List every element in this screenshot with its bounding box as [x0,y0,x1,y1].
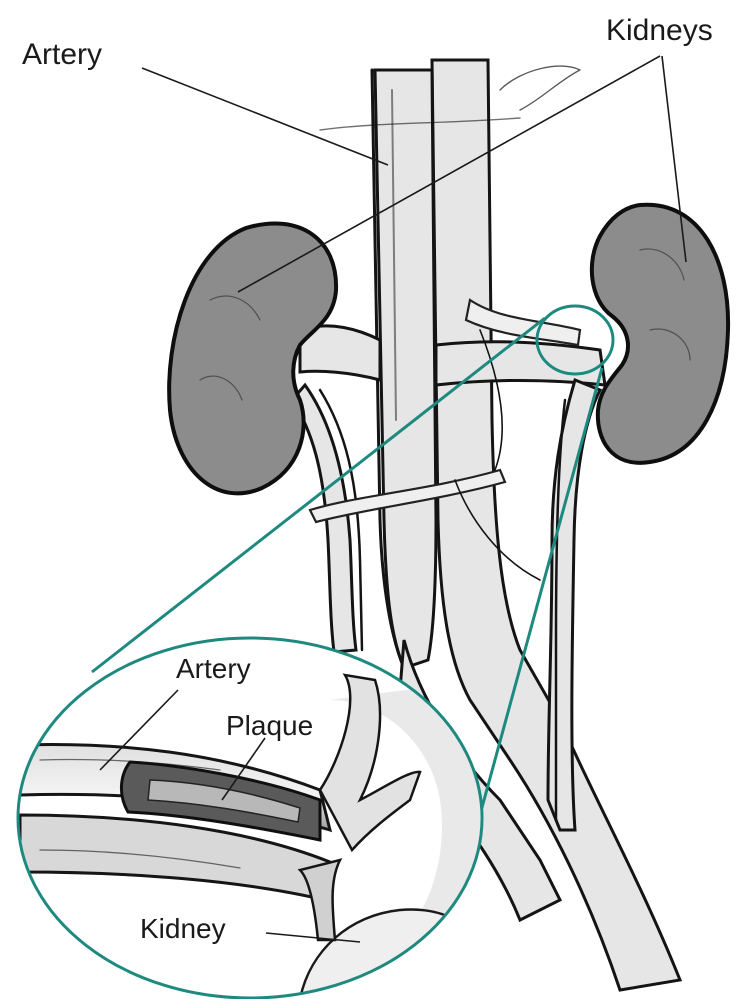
label-kidneys: Kidneys [606,14,713,47]
label-artery-top: Artery [22,38,102,71]
leader-artery-top [142,68,388,165]
label-plaque: Plaque [226,710,313,741]
renal-vessel-right [436,342,605,385]
label-artery-inset: Artery [176,653,251,684]
label-kidney: Kidney [140,913,226,944]
